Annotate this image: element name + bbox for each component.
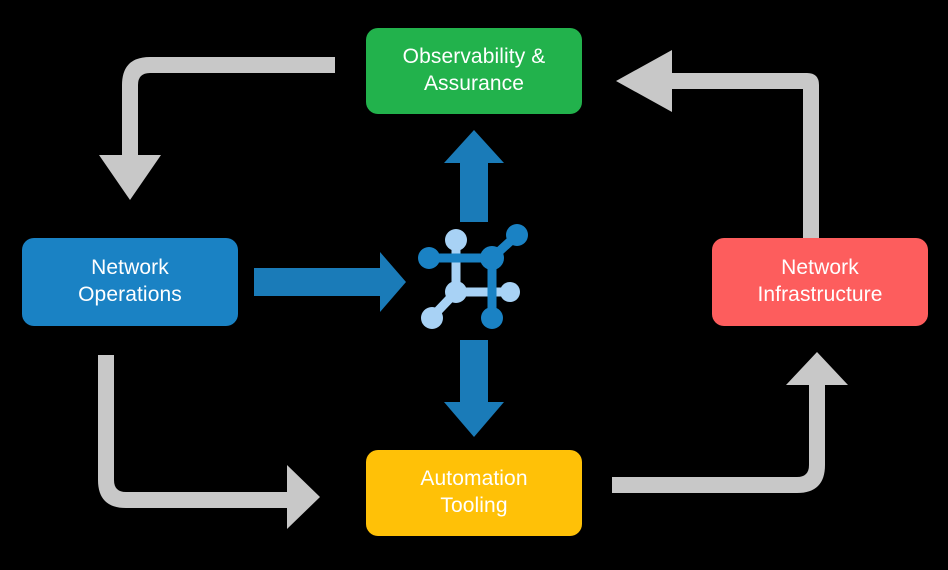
node-label-automation: Automation Tooling [420,467,528,517]
node-label-infrastructure: Network Infrastructure [757,256,883,306]
node-network-operations[interactable]: Network Operations [22,238,238,326]
network-nodes-dark [418,224,528,329]
node-observability-assurance[interactable]: Observability & Assurance [366,28,582,114]
node-label-observability: Observability & Assurance [402,45,546,95]
flow-arrow-operations-to-automation [98,355,320,529]
primary-arrow-operations-to-center [254,252,406,312]
network-topology-icon [418,220,538,340]
node-network-infrastructure[interactable]: Network Infrastructure [712,238,928,326]
network-topology-icon-svg [418,224,528,329]
network-nodes-light [421,229,520,329]
primary-arrow-center-to-observability [444,130,504,222]
flow-arrow-observability-to-operations [99,57,335,200]
node-label-operations: Network Operations [78,256,182,306]
flow-arrow-infrastructure-to-observability [616,50,819,238]
flow-arrow-automation-to-infrastructure [612,352,848,493]
primary-arrow-center-to-automation [444,340,504,437]
node-automation-tooling[interactable]: Automation Tooling [366,450,582,536]
